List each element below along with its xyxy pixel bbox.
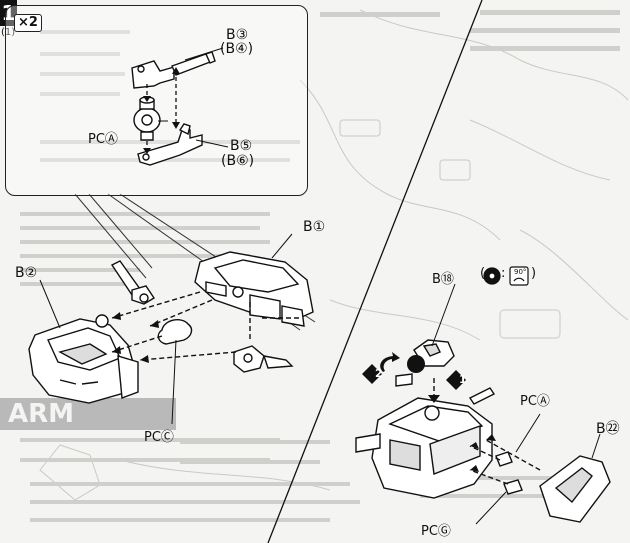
legend-open-paren: ( (480, 266, 486, 281)
label-b2: B② (15, 265, 38, 281)
legend-colon: : (501, 266, 506, 281)
legend-close-paren: ) (531, 266, 537, 281)
label-b1: B① (303, 219, 326, 235)
label-pc-c: PCⒸ (144, 430, 174, 445)
part-pc-c (157, 319, 193, 345)
part-pc-a-small (495, 451, 513, 467)
label-b4: (B④) (220, 41, 254, 57)
label-b18: B⑱ (432, 272, 454, 287)
label-b5: B⑤ (230, 138, 253, 154)
label-pc-g: PCⒼ (421, 524, 451, 539)
part-b5 (137, 129, 203, 166)
step-sub-number: (1) (1, 27, 16, 38)
label-pc-a-right: PCⒶ (520, 394, 550, 409)
label-pc-a-detail: PCⒶ (88, 132, 118, 147)
label-b22: B㉒ (596, 421, 620, 437)
part-pc-g (503, 479, 523, 495)
legend-degree-label: 90° (514, 268, 527, 276)
label-b3: B③ (226, 27, 249, 43)
sequence-marker-2: 2 (375, 367, 383, 380)
detail-inset-box: ×2 (5, 5, 308, 196)
sequence-marker-1: 1 (459, 373, 467, 386)
label-b6: (B⑥) (221, 153, 255, 169)
quantity-multiplier: ×2 (14, 14, 42, 32)
